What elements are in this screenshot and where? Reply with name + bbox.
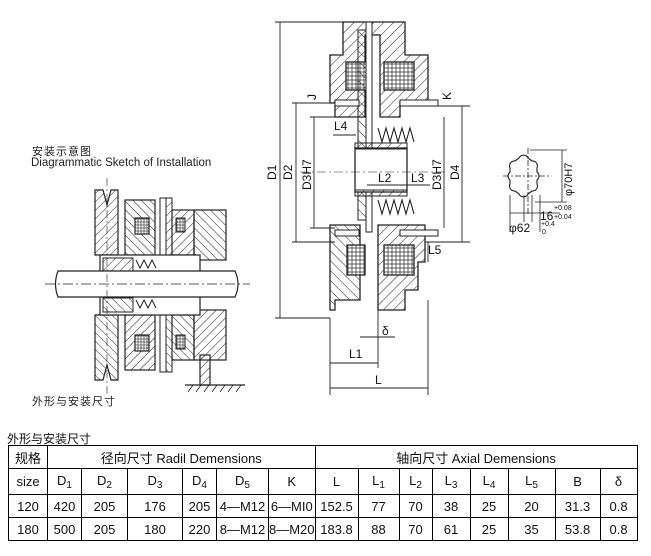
spline-detail-drawing: φ70H7 16 +0.08 +0.04 φ62 +0.4 0	[503, 148, 575, 235]
dimension-table: 规格 径向尺寸 Radil Demensions 轴向尺寸 Axial Deme…	[8, 445, 638, 541]
cell-D2: 205	[81, 517, 128, 541]
label-L: L	[375, 373, 382, 387]
table-title: 外形与安装尺寸	[7, 432, 92, 446]
spline-minor-tol-lower: 0	[542, 229, 546, 235]
cell-L: 152.5	[314, 494, 359, 518]
table-row: 180 500 205 180 220 8—M12 8—M20 183.8 88…	[8, 517, 638, 541]
cell-L4: 25	[469, 517, 509, 541]
cell-B: 53.8	[554, 517, 601, 541]
cell-delta: 0.8	[599, 517, 638, 541]
radial-group-header: 径向尺寸 Radil Demensions	[47, 445, 316, 469]
table-row: 120 420 205 176 205 4—M12 6—MI0 152.5 77…	[8, 494, 638, 518]
label-L1: L1	[349, 347, 363, 361]
label-D4: D4	[448, 164, 462, 180]
installation-sketch-title-cn: 安装示意图	[32, 145, 92, 158]
label-L2: L2	[378, 171, 392, 185]
cell-D5: 4—M12	[216, 494, 269, 518]
col-header-L2: L2	[398, 468, 433, 495]
label-J: J	[305, 94, 319, 100]
col-header-delta: δ	[599, 468, 638, 495]
cell-D4: 205	[182, 494, 217, 518]
col-header-D1: D1	[47, 468, 82, 495]
label-D1: D1	[265, 164, 279, 180]
cell-L3: 61	[431, 517, 471, 541]
cell-delta: 0.8	[599, 494, 638, 518]
cell-K: 8—M20	[268, 517, 316, 541]
cell-L1: 77	[357, 494, 400, 518]
col-header-D5: D5	[216, 468, 269, 495]
table-group-header-row: 规格 径向尺寸 Radil Demensions 轴向尺寸 Axial Deme…	[8, 445, 638, 469]
col-header-L1: L1	[357, 468, 400, 495]
axial-group-header: 轴向尺寸 Axial Demensions	[314, 445, 638, 469]
clutch-section-drawing: D1 D2 D3H7 D3H7 D4 J K L4 L2 L3 L5 δ L1 …	[265, 21, 470, 395]
cell-D3: 180	[127, 517, 183, 541]
col-header-D4: D4	[182, 468, 217, 495]
installation-sketch-title-en: Diagrammatic Sketch of Installation	[31, 157, 212, 169]
size-header-cn: 规格	[8, 445, 48, 469]
cell-L2: 70	[398, 494, 433, 518]
label-D2: D2	[281, 164, 295, 180]
cell-L3: 38	[431, 494, 471, 518]
col-header-D2: D2	[81, 468, 128, 495]
cell-D4: 220	[182, 517, 217, 541]
cell-L: 183.8	[314, 517, 359, 541]
label-L5: L5	[428, 243, 442, 257]
spline-minor-dia: φ62	[509, 221, 530, 235]
cell-L2: 70	[398, 517, 433, 541]
spline-minor-tol-upper: +0.4	[541, 221, 555, 228]
spline-major-dia: φ70H7	[563, 163, 575, 196]
cell-L1: 88	[357, 517, 400, 541]
col-header-B: B	[554, 468, 601, 495]
col-header-K: K	[268, 468, 316, 495]
cell-size: 180	[8, 517, 48, 541]
cell-D1: 420	[47, 494, 82, 518]
col-header-L5: L5	[507, 468, 556, 495]
cell-L5: 35	[507, 517, 556, 541]
installation-sketch-caption: 外形与安装尺寸	[32, 395, 116, 408]
cell-D2: 205	[81, 494, 128, 518]
col-header-L3: L3	[431, 468, 471, 495]
table-column-header-row: size D1 D2 D3 D4 D5 K L L1 L2 L3 L4 L5 B…	[8, 468, 638, 495]
spline-width-tol-upper: +0.08	[554, 205, 572, 212]
cell-D3: 176	[127, 494, 183, 518]
spline-width-value: 16	[540, 209, 554, 223]
label-K: K	[440, 92, 454, 100]
cell-size: 120	[8, 494, 48, 518]
cell-L5: 20	[507, 494, 556, 518]
cell-D5: 8—M12	[216, 517, 269, 541]
label-D3H7-left: D3H7	[300, 159, 314, 190]
col-header-L4: L4	[469, 468, 509, 495]
cell-D1: 500	[47, 517, 82, 541]
col-header-D3: D3	[127, 468, 183, 495]
cell-B: 31.3	[554, 494, 601, 518]
label-D3H7-right: D3H7	[430, 159, 444, 190]
cell-L4: 25	[469, 494, 509, 518]
spline-width-tol-lower: +0.04	[554, 214, 572, 221]
col-header-L: L	[314, 468, 359, 495]
label-delta: δ	[382, 324, 389, 338]
size-header-en: size	[8, 468, 48, 495]
installation-sketch-drawing	[45, 178, 250, 395]
label-L4: L4	[334, 119, 348, 133]
label-L3: L3	[411, 171, 425, 185]
cell-K: 6—MI0	[268, 494, 316, 518]
